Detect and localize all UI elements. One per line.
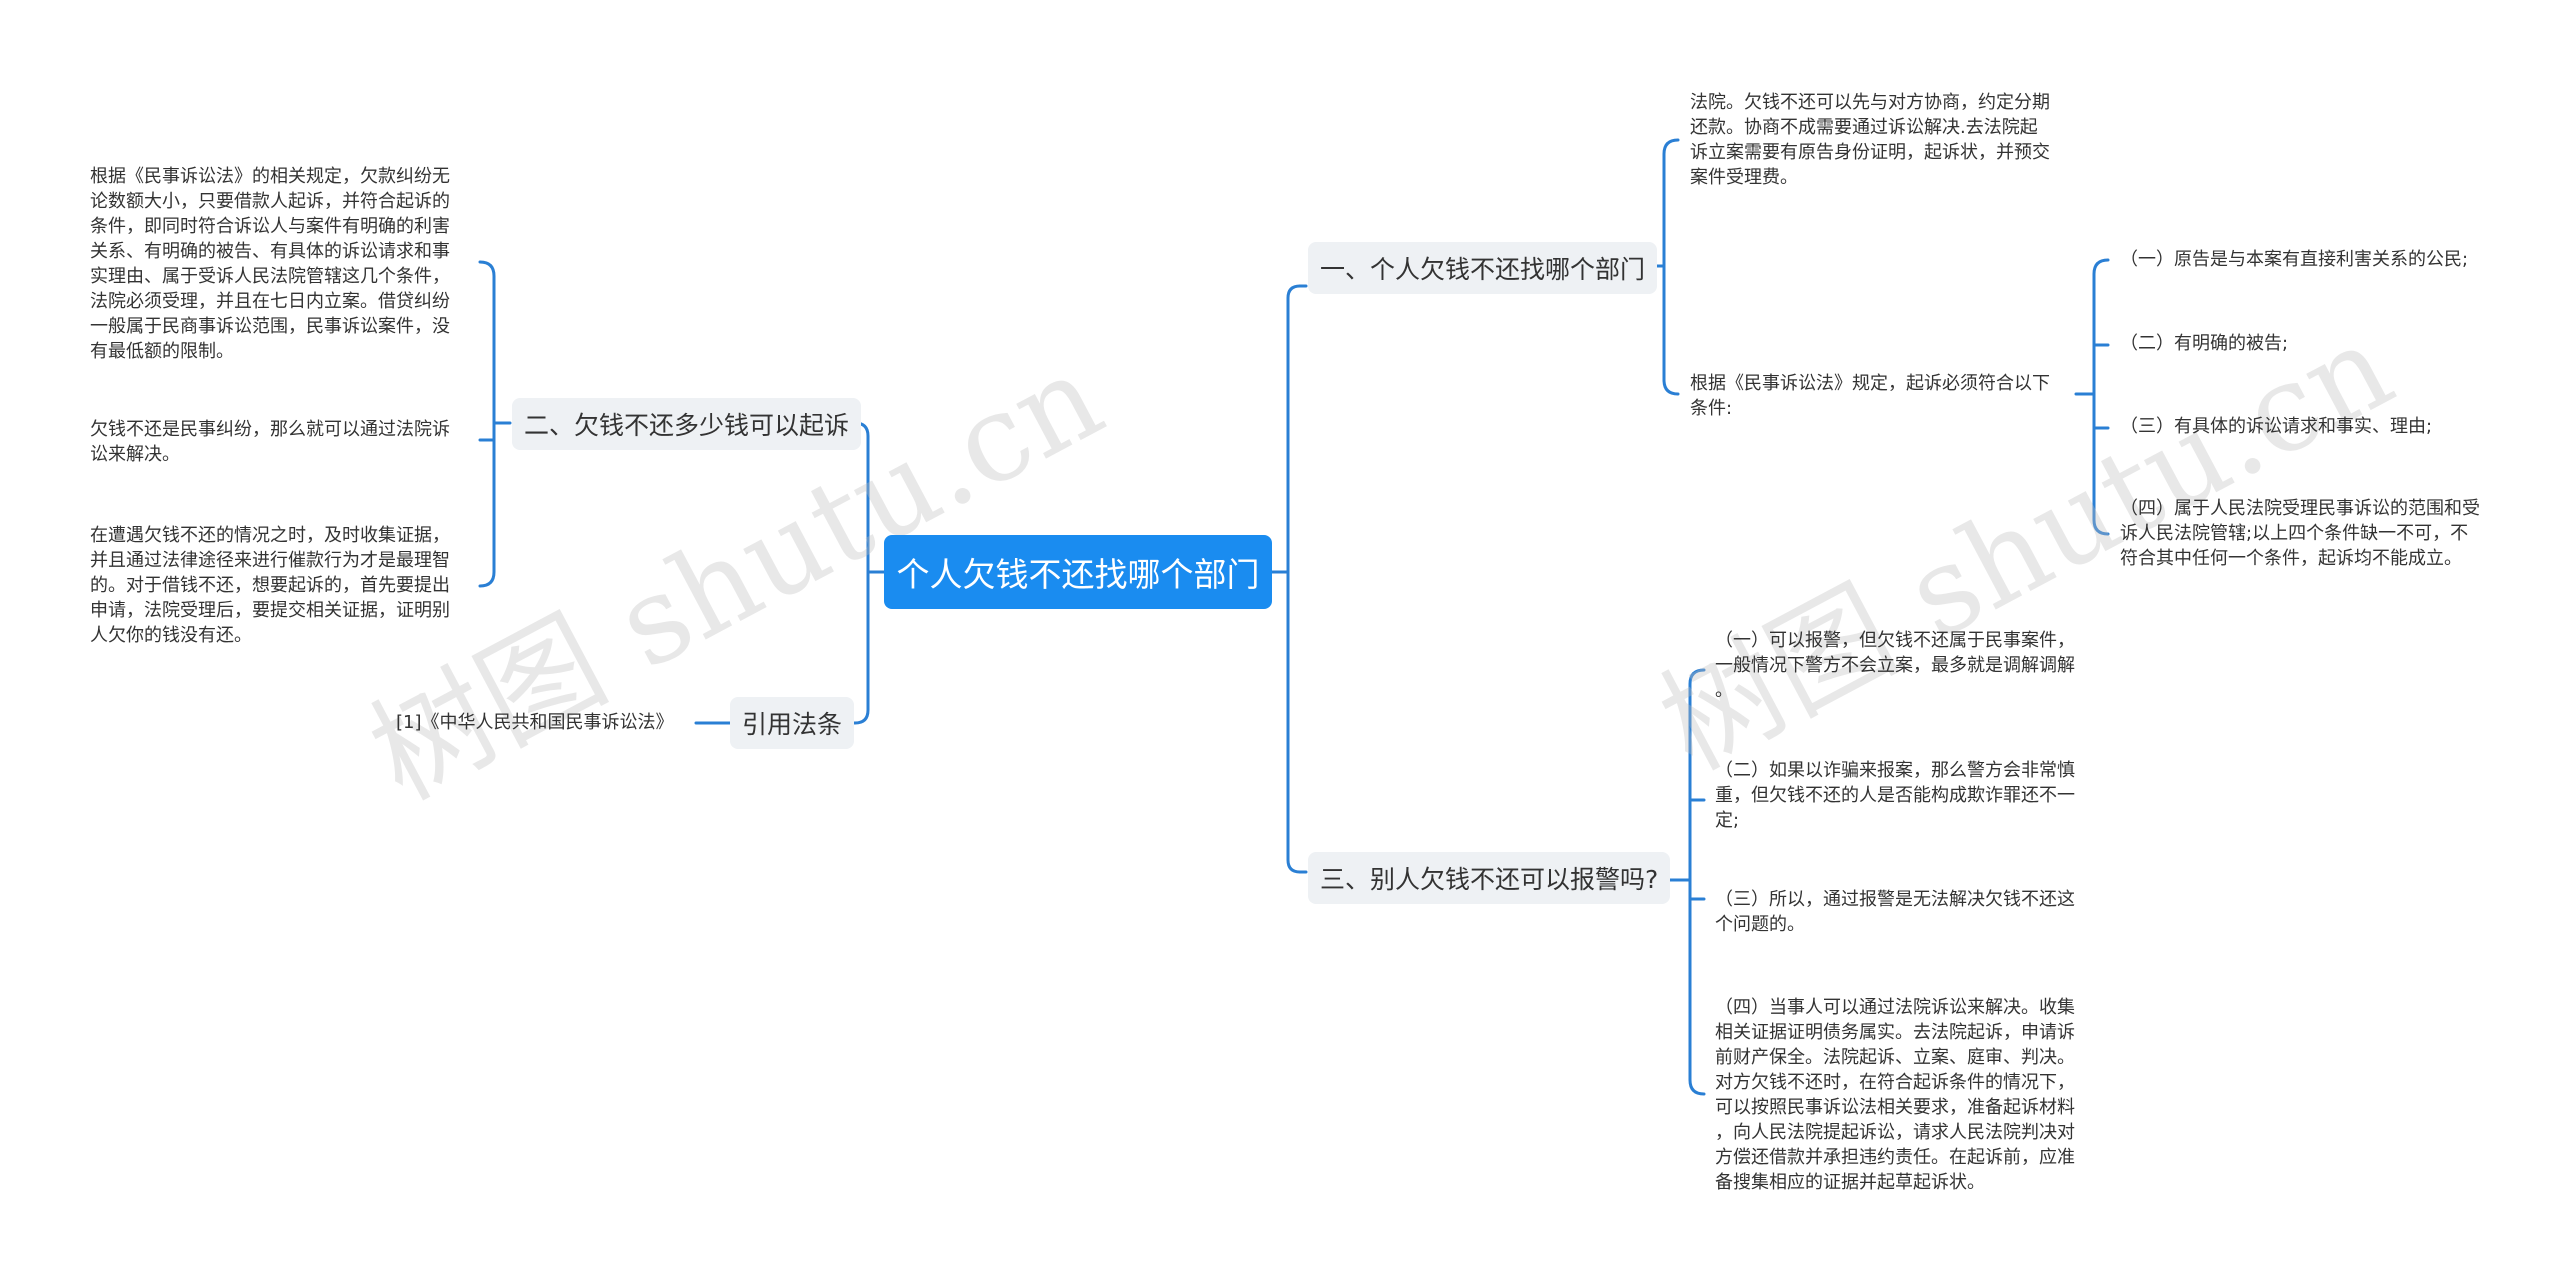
leaf-topic[interactable]: 欠钱不还是民事纠纷，那么就可以通过法院诉 讼来解决。 — [90, 419, 450, 465]
leaf-topic[interactable]: （二）如果以诈骗来报案，那么警方会非常慎 重，但欠钱不还的人是否能构成欺诈罪还不… — [1715, 760, 2075, 831]
leaf-topic[interactable]: 法院。欠钱不还可以先与对方协商，约定分期 还款。协商不成需要通过诉讼解决.去法院… — [1690, 92, 2050, 188]
leaf-topic[interactable]: （三）所以，通过报警是无法解决欠钱不还这 个问题的。 — [1715, 889, 2075, 935]
leaf-topic[interactable]: 根据《民事诉讼法》规定，起诉必须符合以下 条件: — [1690, 373, 2050, 419]
branch-topic[interactable]: 二、欠钱不还多少钱可以起诉 — [512, 398, 862, 450]
branch-topic[interactable]: 引用法条 — [730, 697, 855, 749]
leaf-topic[interactable]: （四）属于人民法院受理民事诉讼的范围和受 诉人民法院管辖;以上四个条件缺一不可，… — [2120, 498, 2480, 569]
branch-topic[interactable]: 一、个人欠钱不还找哪个部门 — [1308, 242, 1658, 294]
leaf-topic[interactable]: 根据《民事诉讼法》的相关规定，欠款纠纷无 论数额大小，只要借款人起诉，并符合起诉… — [90, 166, 450, 362]
leaf-topic[interactable]: （一）可以报警，但欠钱不还属于民事案件， 一般情况下警方不会立案，最多就是调解调… — [1715, 630, 2075, 701]
leaf-topic[interactable]: （四）当事人可以通过法院诉讼来解决。收集 相关证据证明债务属实。去法院起诉，申请… — [1715, 997, 2075, 1193]
leaf-topic[interactable]: （一）原告是与本案有直接利害关系的公民; — [2120, 249, 2469, 270]
leaf-topic[interactable]: （三）有具体的诉讼请求和事实、理由; — [2120, 416, 2433, 437]
leaf-topic[interactable]: （二）有明确的被告; — [2120, 333, 2289, 354]
branch-topic[interactable]: 三、别人欠钱不还可以报警吗? — [1308, 852, 1671, 904]
root-topic[interactable]: 个人欠钱不还找哪个部门 — [884, 535, 1272, 609]
leaf-topic[interactable]: 在遭遇欠钱不还的情况之时，及时收集证据， 并且通过法律途径来进行催款行为才是最理… — [90, 525, 450, 646]
leaf-topic[interactable]: [1]《中华人民共和国民事诉讼法》 — [396, 712, 674, 733]
